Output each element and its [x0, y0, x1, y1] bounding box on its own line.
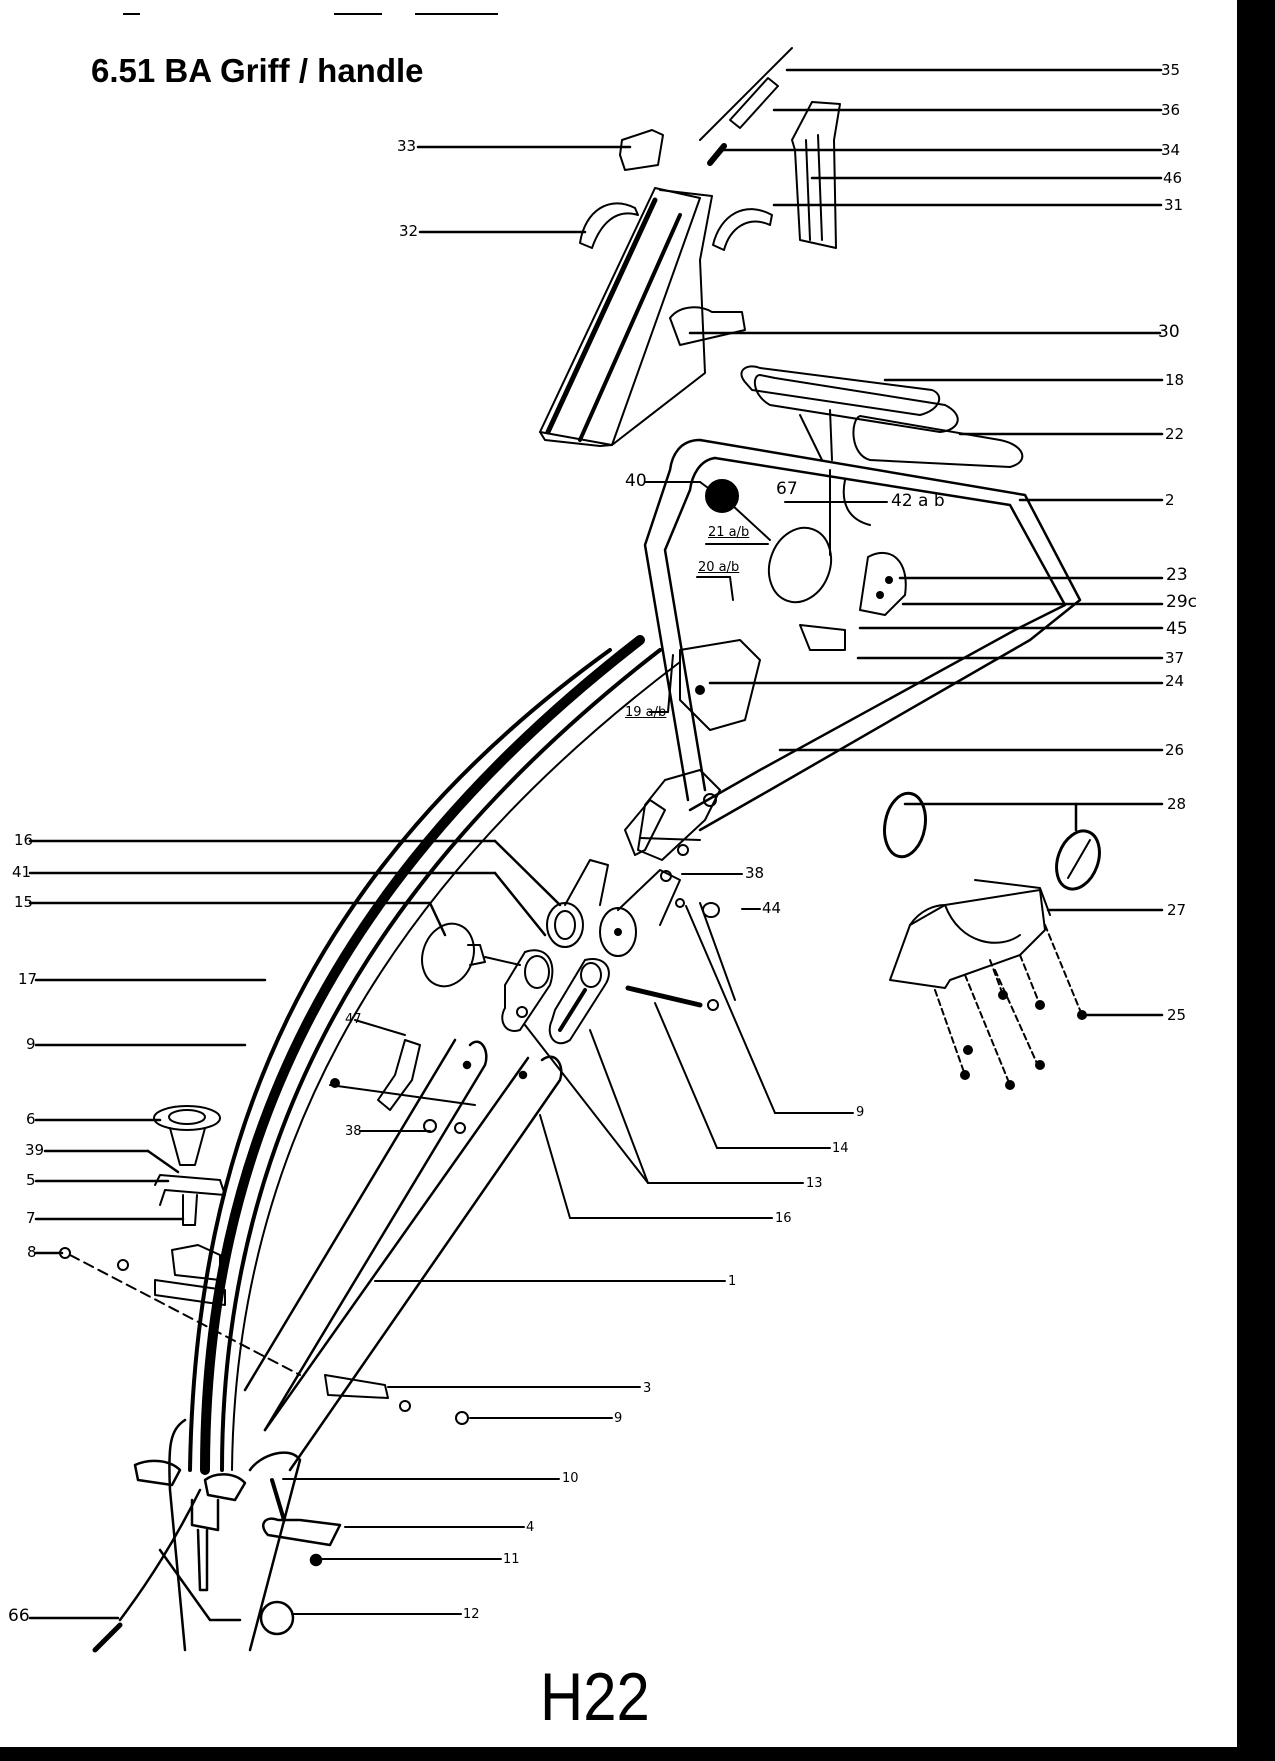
base-section — [92, 1418, 342, 1653]
part-label: 30 — [1158, 322, 1180, 342]
leader-lines-left — [28, 145, 632, 1620]
part-label: 5 — [26, 1171, 36, 1189]
part-label: 8 — [27, 1243, 37, 1261]
clip-33 — [619, 129, 664, 171]
part-label: 23 — [1166, 565, 1188, 585]
part-label: 28 — [1167, 795, 1187, 813]
housing-27 — [889, 879, 1087, 1090]
upper-tube — [539, 187, 746, 447]
part-label: 20 a/b — [698, 560, 740, 575]
part-label: 33 — [397, 137, 417, 155]
leader-lines-center — [282, 481, 888, 1615]
cable-bundle — [188, 635, 681, 1475]
part-label: 18 — [1165, 371, 1185, 389]
part-label: 16 — [775, 1211, 792, 1226]
part-label: 9 — [614, 1411, 623, 1426]
part-label: 34 — [1161, 141, 1181, 159]
part-label: 19 a/b — [625, 705, 667, 720]
connector-3 — [324, 1374, 389, 1399]
part-label: 9 — [26, 1035, 36, 1053]
part-label: 36 — [1161, 101, 1181, 119]
scan-mark — [123, 13, 140, 15]
knob-15 — [421, 922, 521, 988]
part-label: 46 — [1163, 169, 1183, 187]
part-label: 24 — [1165, 672, 1185, 690]
page-title: 6.51 BA Griff / handle — [91, 52, 424, 89]
part-label: 40 — [625, 471, 647, 491]
clip-32 — [579, 202, 639, 249]
switch-plate-24 — [679, 639, 761, 731]
scan-border-right — [1237, 0, 1275, 1761]
part-label: 39 — [25, 1141, 45, 1159]
scan-mark — [334, 13, 382, 15]
spring-35 — [699, 47, 793, 166]
page-code: H22 — [540, 1659, 650, 1735]
part-label: 67 — [776, 479, 798, 499]
clamp-assembly — [59, 1105, 301, 1376]
clip-47 — [377, 1039, 421, 1111]
part-label: 66 — [8, 1606, 30, 1626]
bracket-37 — [799, 624, 846, 651]
part-label: 4 — [526, 1520, 535, 1535]
part-label: 47 — [345, 1012, 362, 1027]
part-label: 9 — [856, 1105, 865, 1120]
ring-28b — [1055, 829, 1101, 891]
part-label: 35 — [1161, 61, 1181, 79]
part-label: 2 — [1165, 491, 1175, 509]
part-label: 3 — [643, 1381, 652, 1396]
part-label: 13 — [806, 1176, 823, 1191]
part-label: 32 — [399, 222, 419, 240]
yoke-26 — [624, 769, 721, 861]
part-label: 21 a/b — [708, 525, 750, 540]
part-label: 38 — [345, 1124, 362, 1139]
part-label: 15 — [14, 893, 34, 911]
part-label: 22 — [1165, 425, 1185, 443]
part-label: 7 — [26, 1209, 36, 1227]
scan-mark — [415, 13, 498, 15]
part-label: 12 — [463, 1607, 480, 1622]
part-label: 38 — [745, 864, 765, 882]
part-label: 11 — [503, 1552, 520, 1567]
part-label: 16 — [14, 831, 34, 849]
part-label: 10 — [562, 1471, 579, 1486]
handle-frame — [643, 438, 1082, 832]
part-label: 14 — [832, 1141, 849, 1156]
part-label: 26 — [1165, 741, 1185, 759]
part-label: 17 — [18, 970, 38, 988]
clip-31 — [712, 208, 773, 251]
part-label: 29c — [1166, 592, 1197, 612]
part-label: 1 — [728, 1274, 737, 1289]
part-label: 27 — [1167, 901, 1187, 919]
part-label: 6 — [26, 1110, 36, 1128]
spring-14 — [625, 985, 703, 1008]
part-label: 45 — [1166, 619, 1188, 639]
part-label: 31 — [1164, 196, 1184, 214]
part-label: 37 — [1165, 649, 1185, 667]
ring-28a — [883, 791, 927, 859]
grip-bar — [740, 365, 1024, 468]
plates-13 — [501, 949, 610, 1045]
part-label: 42 a b — [891, 491, 945, 511]
part-label: 41 — [12, 863, 32, 881]
part-label: 25 — [1167, 1006, 1187, 1024]
scan-border-bottom — [0, 1747, 1275, 1761]
part-label: 44 — [762, 899, 782, 917]
bracket-46 — [791, 101, 841, 249]
lever-mechanism — [705, 469, 907, 616]
pulley-assembly-41 — [546, 859, 720, 957]
